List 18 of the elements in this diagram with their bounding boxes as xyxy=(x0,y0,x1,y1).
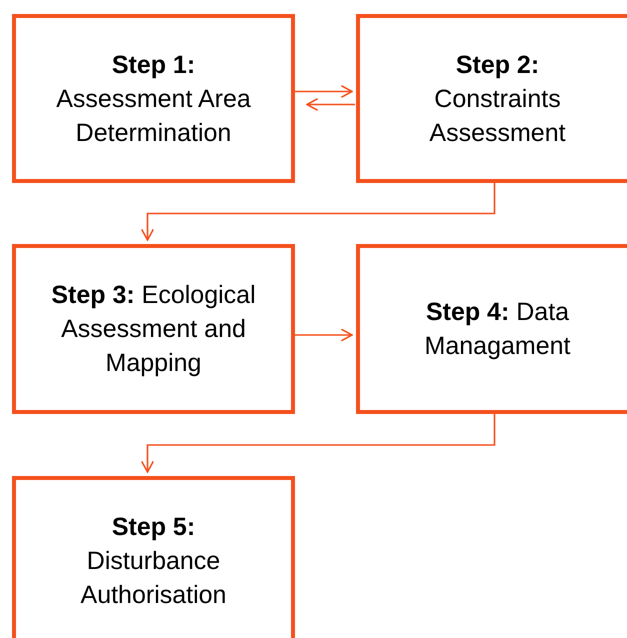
arrow xyxy=(295,84,353,98)
process-box xyxy=(12,476,295,638)
arrow xyxy=(140,183,496,241)
process-box xyxy=(12,14,295,183)
process-box xyxy=(356,244,627,414)
step-text: Constraints Assessment xyxy=(428,84,567,148)
arrow xyxy=(140,414,496,473)
step-heading: Step 5: xyxy=(112,512,196,543)
step-heading: Step 1: xyxy=(112,50,196,80)
arrow xyxy=(295,328,353,342)
step-heading: Step 2: xyxy=(456,50,540,80)
step-text: Step 3: Ecological Assessment and Mapping xyxy=(50,280,257,379)
process-box xyxy=(12,244,295,414)
step-text: Disturbance Authorisation xyxy=(80,546,228,611)
process-box xyxy=(356,14,627,183)
step-text: Step 4: Data Managament xyxy=(424,297,572,362)
step-text: Assessment Area Determination xyxy=(55,84,252,148)
arrow xyxy=(306,98,355,112)
